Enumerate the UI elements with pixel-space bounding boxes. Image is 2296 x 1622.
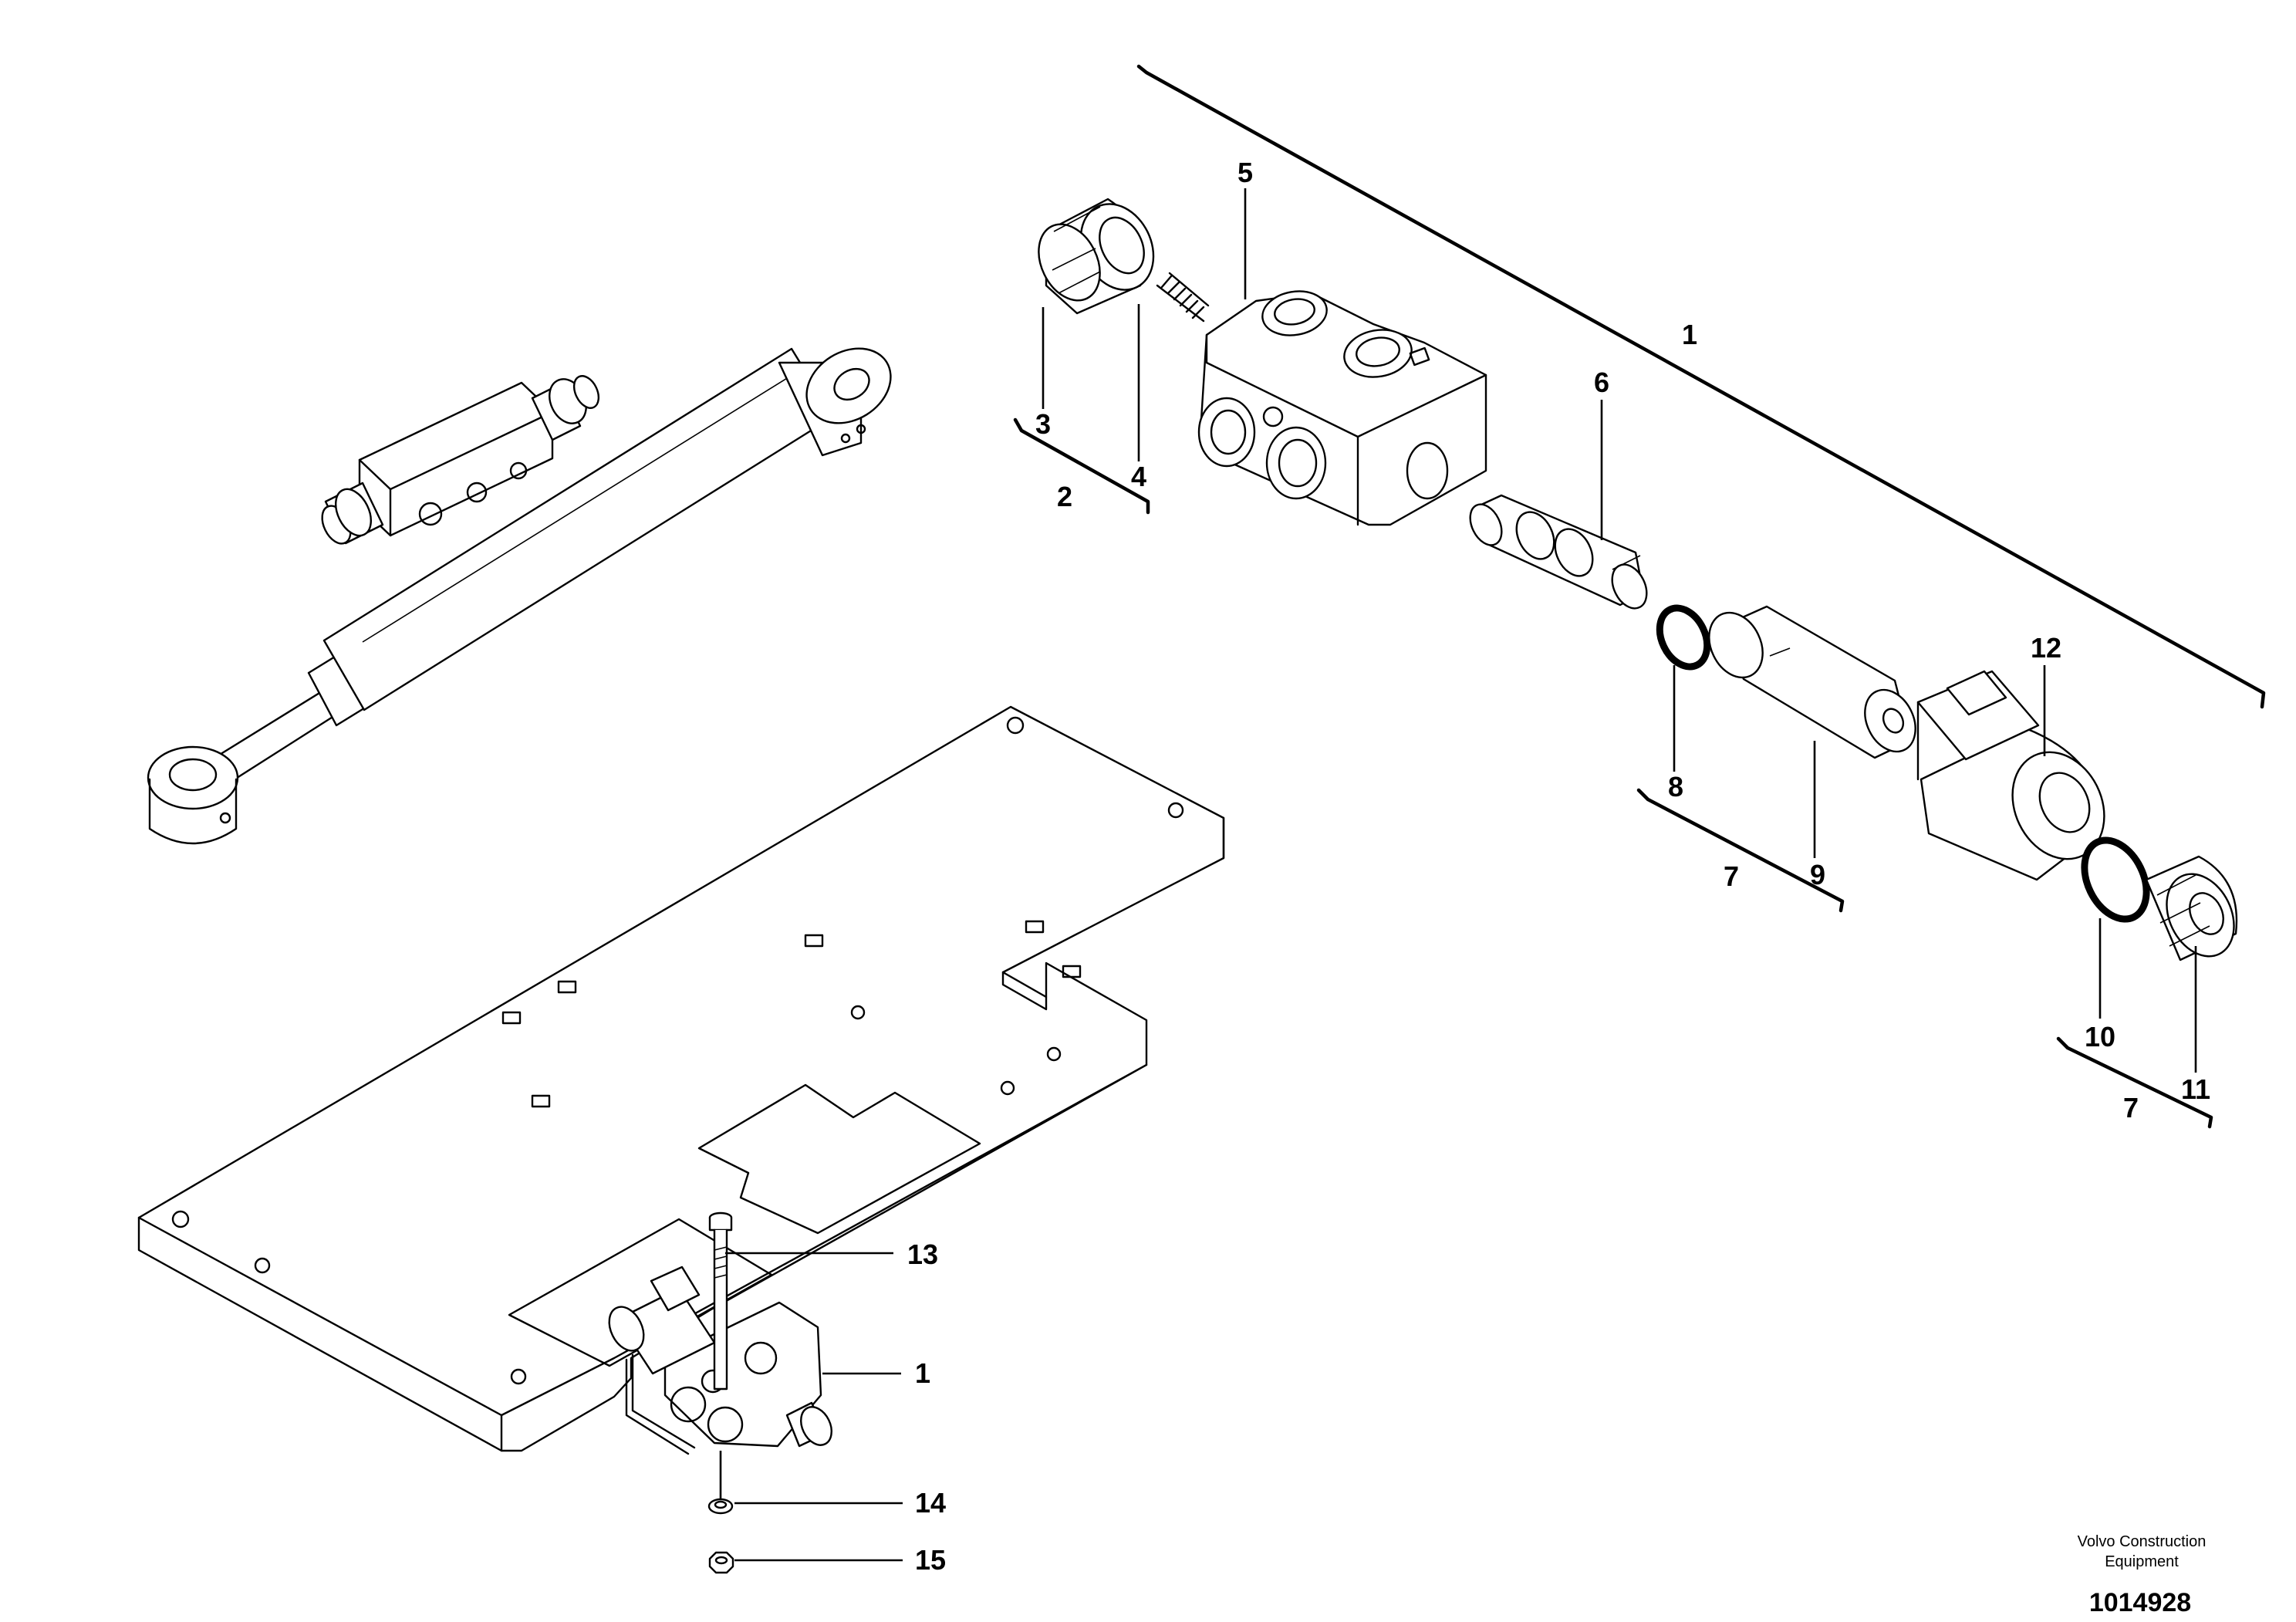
callout-8: 8 bbox=[1668, 771, 1683, 803]
callout-11: 11 bbox=[2181, 1073, 2210, 1105]
callout-7-a: 7 bbox=[1724, 860, 1739, 892]
installed-valve-assembly bbox=[608, 1265, 832, 1455]
bolt bbox=[708, 1211, 733, 1391]
spring bbox=[1156, 272, 1210, 323]
callout-9: 9 bbox=[1810, 859, 1825, 890]
drawing-number: 1014928 bbox=[2089, 1588, 2191, 1617]
callout-10: 10 bbox=[2085, 1021, 2115, 1053]
callout-14: 14 bbox=[915, 1487, 946, 1519]
callout-3: 3 bbox=[1035, 408, 1051, 440]
callout-12: 12 bbox=[2031, 632, 2061, 664]
publisher-line-2: Equipment bbox=[2105, 1553, 2179, 1570]
callout-1-b: 1 bbox=[915, 1357, 930, 1389]
drawing-footer: Volvo Construction Equipment 1014928 bbox=[2078, 1533, 2207, 1617]
valve-body bbox=[1197, 290, 1487, 526]
plug-cap bbox=[1038, 198, 1155, 315]
callout-13: 13 bbox=[907, 1238, 938, 1270]
washer bbox=[707, 1498, 734, 1515]
callout-15: 15 bbox=[915, 1544, 946, 1576]
leader-lines bbox=[719, 188, 2197, 1562]
o-ring bbox=[1656, 604, 1711, 671]
o-ring bbox=[2081, 836, 2150, 923]
callout-6: 6 bbox=[1594, 367, 1609, 398]
callout-labels: 1 2 3 4 5 6 7 7 8 9 10 11 12 13 1 14 15 bbox=[907, 157, 2210, 1576]
coil-nut bbox=[2145, 855, 2238, 961]
callout-7-b: 7 bbox=[2123, 1092, 2139, 1124]
callout-5: 5 bbox=[1237, 157, 1253, 188]
nut bbox=[708, 1551, 734, 1574]
callout-1: 1 bbox=[1682, 319, 1697, 350]
valve-block bbox=[321, 375, 600, 545]
hydraulic-cylinder bbox=[147, 347, 892, 845]
spool bbox=[1469, 494, 1648, 610]
callout-2: 2 bbox=[1057, 481, 1072, 512]
callout-4: 4 bbox=[1131, 461, 1146, 492]
mounting-plate bbox=[137, 705, 1225, 1452]
solenoid-coil bbox=[1916, 670, 2105, 881]
solenoid-tube bbox=[1708, 605, 1916, 759]
brackets bbox=[1013, 64, 2266, 1129]
publisher-line-1: Volvo Construction bbox=[2078, 1533, 2207, 1550]
